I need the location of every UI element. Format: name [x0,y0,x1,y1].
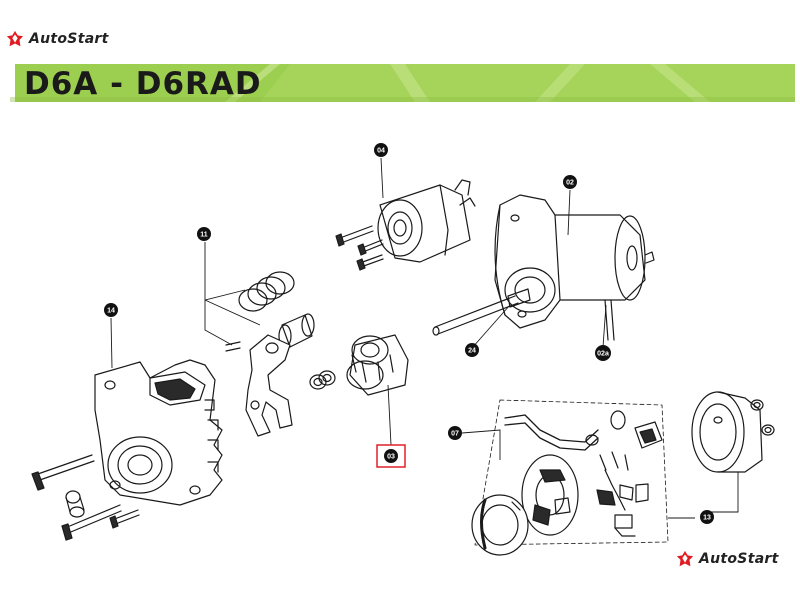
callout-07: 07 [448,426,462,440]
callout-label: 04 [377,148,385,155]
callout-label: 24 [468,348,476,355]
callout-03: 03 [384,449,398,463]
callout-14: 14 [104,303,118,317]
part-end-cap [691,391,775,473]
part-motor-housing [432,194,655,341]
callout-24: 24 [465,343,479,357]
autostart-logo-icon [676,550,694,567]
brand-logo-top: AutoStart [6,30,109,48]
callout-label: 11 [200,232,208,239]
callout-label: 02a [597,351,609,358]
part-brush-holder-kit [471,399,669,556]
callout-markers: 04 02 11 14 24 02a 07 03 13 [104,143,714,524]
autostart-logo-icon [6,30,24,47]
part-drive-pinion [309,334,409,396]
callout-04: 04 [374,143,388,157]
part-shift-fork-assembly [225,271,315,437]
brand-logo-bottom: AutoStart [676,550,779,568]
leader-lines [110,157,739,519]
callout-label: 02 [566,180,574,187]
callout-02: 02 [563,175,577,189]
part-front-housing [31,359,223,541]
callout-label: 14 [107,308,115,315]
page-title: D6A - D6RAD [24,66,262,102]
callout-13: 13 [700,510,714,524]
callout-label: 03 [387,454,395,461]
title-bar: D6A - D6RAD [10,64,795,102]
callout-02a: 02a [595,345,611,361]
part-solenoid [335,179,476,271]
callout-label: 07 [451,431,459,438]
brand-name: AutoStart [29,31,109,47]
brand-name-bottom: AutoStart [699,551,779,567]
highlight-box-03 [376,444,406,468]
callout-11: 11 [197,227,211,241]
callout-label: 13 [703,515,711,522]
